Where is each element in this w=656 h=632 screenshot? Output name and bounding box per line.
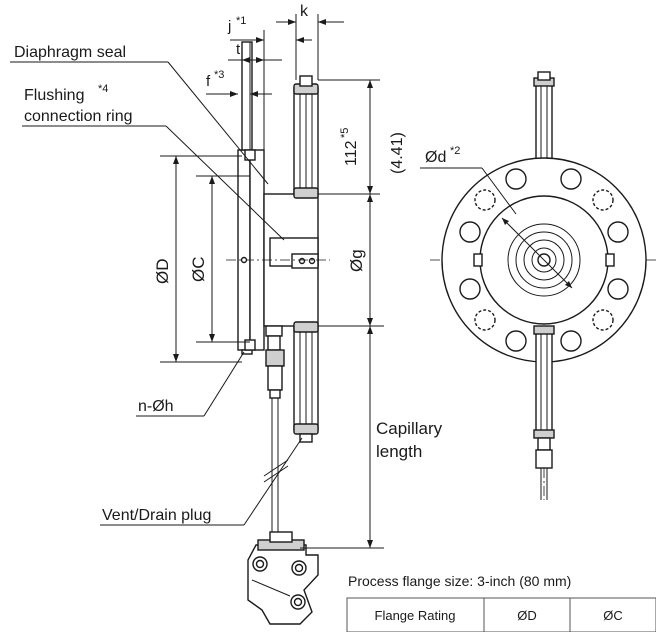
- label-flushing-note: *4: [98, 83, 108, 95]
- label-n-phi-h: n-Øh: [138, 398, 174, 415]
- label-j: j: [227, 18, 231, 35]
- label-f: f: [206, 73, 211, 90]
- transmitter-housing: [247, 531, 319, 625]
- label-t: t: [236, 41, 241, 58]
- label-j-note: *1: [236, 15, 246, 27]
- side-view: [226, 41, 330, 625]
- flange-plate: [237, 149, 251, 351]
- label-112-note: *5: [339, 128, 351, 138]
- label-od-note: *2: [450, 145, 460, 157]
- table-caption: Process flange size: 3-inch (80 mm): [348, 573, 571, 589]
- label-k: k: [300, 3, 309, 20]
- flange-body: [249, 149, 265, 351]
- label-capillary: Capillary: [376, 419, 443, 438]
- flange-pin-top: [244, 149, 256, 161]
- label-length: length: [376, 442, 422, 461]
- table-header-phi-D: ØD: [517, 608, 537, 623]
- label-phi-g: Øg: [347, 249, 366, 272]
- front-view: Ød *2: [420, 71, 656, 500]
- label-od: Ød: [425, 149, 446, 166]
- label-441: (4.41): [389, 132, 406, 174]
- label-phi-C: ØC: [189, 257, 208, 283]
- flange-table: Process flange size: 3-inch (80 mm) Flan…: [346, 573, 656, 632]
- label-flushing: Flushing: [24, 87, 84, 104]
- label-diaphragm-seal: Diaphragm seal: [14, 44, 126, 61]
- label-112: 112: [343, 140, 360, 166]
- label-f-note: *3: [214, 69, 224, 81]
- label-phi-D: ØD: [153, 259, 172, 285]
- table-header-rating: Flange Rating: [375, 608, 456, 623]
- label-vent-drain: Vent/Drain plug: [102, 507, 211, 524]
- label-connection-ring: connection ring: [24, 108, 133, 125]
- table-header-phi-C: ØC: [603, 608, 623, 623]
- flange-pin-bottom: [244, 339, 256, 351]
- side-dimensions: k j *1 t f *3 Diaphragm seal Flushing *4…: [10, 3, 443, 549]
